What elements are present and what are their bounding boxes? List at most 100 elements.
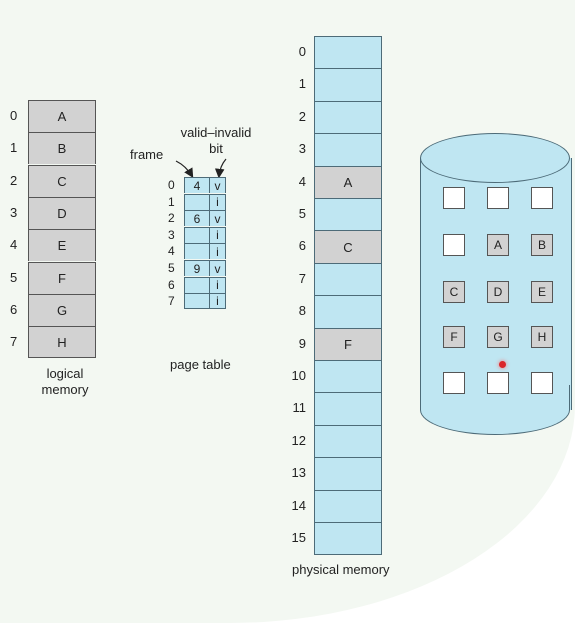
logical-page-cell: A <box>28 100 96 132</box>
physical-frame-index: 8 <box>298 303 306 319</box>
logical-page-index: 2 <box>10 172 18 188</box>
bit-arrow <box>214 158 227 179</box>
logical-page-index: 6 <box>10 301 18 317</box>
logical-memory-label: logical memory <box>41 366 89 397</box>
disk-block: H <box>531 326 553 348</box>
page-table-valid-bit: v <box>210 177 226 193</box>
physical-frame-index: 12 <box>291 432 306 448</box>
physical-frame-index: 13 <box>291 465 306 481</box>
physical-frame-cell <box>314 360 382 393</box>
disk-block <box>487 372 509 394</box>
physical-memory-row: 13 <box>292 457 382 490</box>
logical-page-cell: C <box>28 164 96 197</box>
page-table-index: 5 <box>168 261 175 275</box>
page-table-valid-bit: i <box>210 243 226 260</box>
physical-memory-row: 10 <box>292 360 382 393</box>
physical-frame-cell <box>314 392 382 425</box>
physical-memory-row: 2 <box>299 100 382 134</box>
physical-memory-row: 12 <box>292 424 382 458</box>
physical-frame-cell: C <box>314 230 382 263</box>
page-table-index: 7 <box>168 294 175 309</box>
physical-frame-index: 11 <box>292 400 307 416</box>
physical-frame-index: 14 <box>291 497 306 513</box>
page-table-index: 0 <box>168 178 175 192</box>
disk-block <box>443 234 465 256</box>
physical-frame-cell: A <box>314 165 382 199</box>
physical-frame-index: 10 <box>291 368 306 383</box>
physical-frame-cell <box>314 68 382 101</box>
physical-frame-cell <box>314 489 382 523</box>
frame-header: frame <box>130 147 164 162</box>
physical-frame-cell <box>314 457 382 490</box>
disk-block <box>487 187 509 209</box>
physical-frame-cell <box>314 100 382 134</box>
physical-frame-index: 3 <box>298 141 306 157</box>
disk-block: G <box>487 326 509 348</box>
physical-frame-cell <box>314 295 382 328</box>
disk-block <box>443 187 465 209</box>
physical-frame-cell: F <box>314 327 382 361</box>
disk-top <box>420 133 570 183</box>
physical-frame-cell <box>314 262 382 296</box>
page-table-frame: 6 <box>184 210 210 227</box>
logical-page-index: 4 <box>10 237 18 253</box>
physical-memory-row: 15 <box>292 522 382 555</box>
logical-page-cell: H <box>28 326 96 359</box>
physical-frame-index: 15 <box>291 530 306 545</box>
valid-invalid-bit-header: valid–invalid bit <box>180 125 252 156</box>
physical-frame-cell <box>314 198 382 231</box>
page-table-frame <box>184 193 210 210</box>
disk-block <box>531 187 553 209</box>
disk-block: C <box>443 281 465 303</box>
page-table-index: 1 <box>168 194 175 209</box>
disk-block <box>443 372 465 394</box>
logical-page-cell: D <box>28 196 96 229</box>
physical-memory-row: 7 <box>299 262 382 296</box>
physical-memory-row: 1 <box>299 68 382 101</box>
page-table-frame <box>184 276 210 293</box>
page-table-frame <box>184 243 210 260</box>
disk-block: D <box>487 281 509 303</box>
physical-memory-row: 0 <box>299 36 382 69</box>
physical-frame-index: 9 <box>298 335 306 351</box>
physical-memory-row: 11 <box>293 392 382 425</box>
physical-memory-row: 14 <box>292 489 382 523</box>
page-table-index: 3 <box>168 227 175 242</box>
physical-frame-index: 1 <box>298 76 306 92</box>
page-table-index: 4 <box>168 244 175 259</box>
logical-page-cell: F <box>28 261 96 294</box>
physical-frame-index: 5 <box>298 206 306 221</box>
logical-page-index: 7 <box>10 334 18 350</box>
physical-frame-cell <box>314 133 382 166</box>
physical-frame-index: 6 <box>298 238 306 254</box>
logical-page-index: 5 <box>10 269 18 285</box>
physical-memory-label: physical memory <box>292 562 390 577</box>
page-table-label: page table <box>170 357 231 372</box>
page-table-frame: 9 <box>184 260 210 276</box>
logical-page-index: 1 <box>10 140 18 156</box>
disk-block: A <box>487 234 509 256</box>
page-table-valid-bit: v <box>210 210 226 227</box>
physical-frame-index: 2 <box>298 108 306 124</box>
physical-frame-index: 4 <box>298 173 306 189</box>
page-table-valid-bit: v <box>210 260 226 276</box>
frame-arrow <box>175 160 194 179</box>
